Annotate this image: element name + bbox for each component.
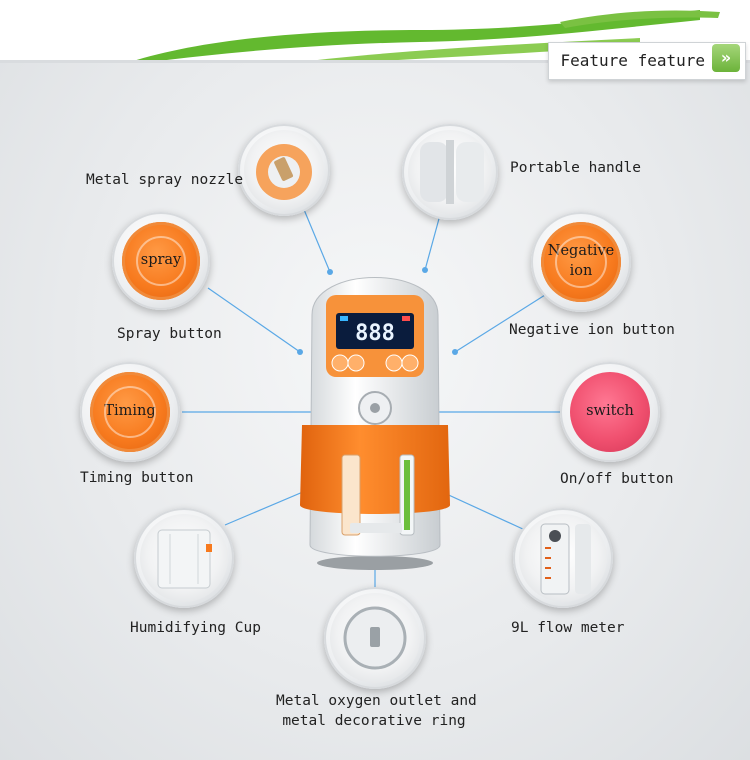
chevron-down-icon[interactable]: » xyxy=(712,44,740,72)
metal-spray-nozzle-callout xyxy=(238,124,330,216)
oxygen-outlet-callout xyxy=(324,587,426,689)
metal-spray-nozzle-label: Metal spray nozzle xyxy=(86,172,244,188)
spray-button[interactable]: spray xyxy=(122,222,200,300)
header-divider xyxy=(0,60,750,63)
spray-button-label: Spray button xyxy=(117,326,222,342)
oxygen-outlet-label-line2: metal decorative ring xyxy=(282,713,466,729)
oxygen-outlet-label-line1: Metal oxygen outlet and xyxy=(276,693,477,709)
switch-button-text: switch xyxy=(586,403,634,420)
oxygen-concentrator-device: 888 xyxy=(300,277,450,570)
flow-meter-label: 9L flow meter xyxy=(511,620,625,636)
on-off-button-label: On/off button xyxy=(560,471,674,487)
nozzle-icon xyxy=(256,144,312,200)
timing-button-callout: Timing xyxy=(80,362,180,462)
handle-icon xyxy=(420,140,484,204)
oxygen-outlet-label: Metal oxygen outlet and metal decorative… xyxy=(276,691,477,731)
display-readout: 888 xyxy=(355,321,395,346)
portable-handle-callout xyxy=(402,124,498,220)
flow-meter-icon xyxy=(540,523,591,595)
negative-ion-button-callout: Negative ion xyxy=(531,212,631,312)
humidifying-cup-icon xyxy=(157,529,212,589)
humidifying-cup-callout xyxy=(134,508,234,608)
oxygen-outlet-icon xyxy=(343,606,407,670)
humidifying-cup-label: Humidifying Cup xyxy=(130,620,261,636)
switch-button-callout: switch xyxy=(560,362,660,462)
switch-button[interactable]: switch xyxy=(570,372,650,452)
negative-ion-button-label: Negative ion button xyxy=(509,322,675,338)
negative-ion-button[interactable]: Negative ion xyxy=(541,222,621,302)
portable-handle-label: Portable handle xyxy=(510,160,641,176)
timing-button-label: Timing button xyxy=(80,470,194,486)
flow-meter-callout xyxy=(513,508,613,608)
timing-button[interactable]: Timing xyxy=(90,372,170,452)
spray-button-callout: spray xyxy=(112,212,210,310)
